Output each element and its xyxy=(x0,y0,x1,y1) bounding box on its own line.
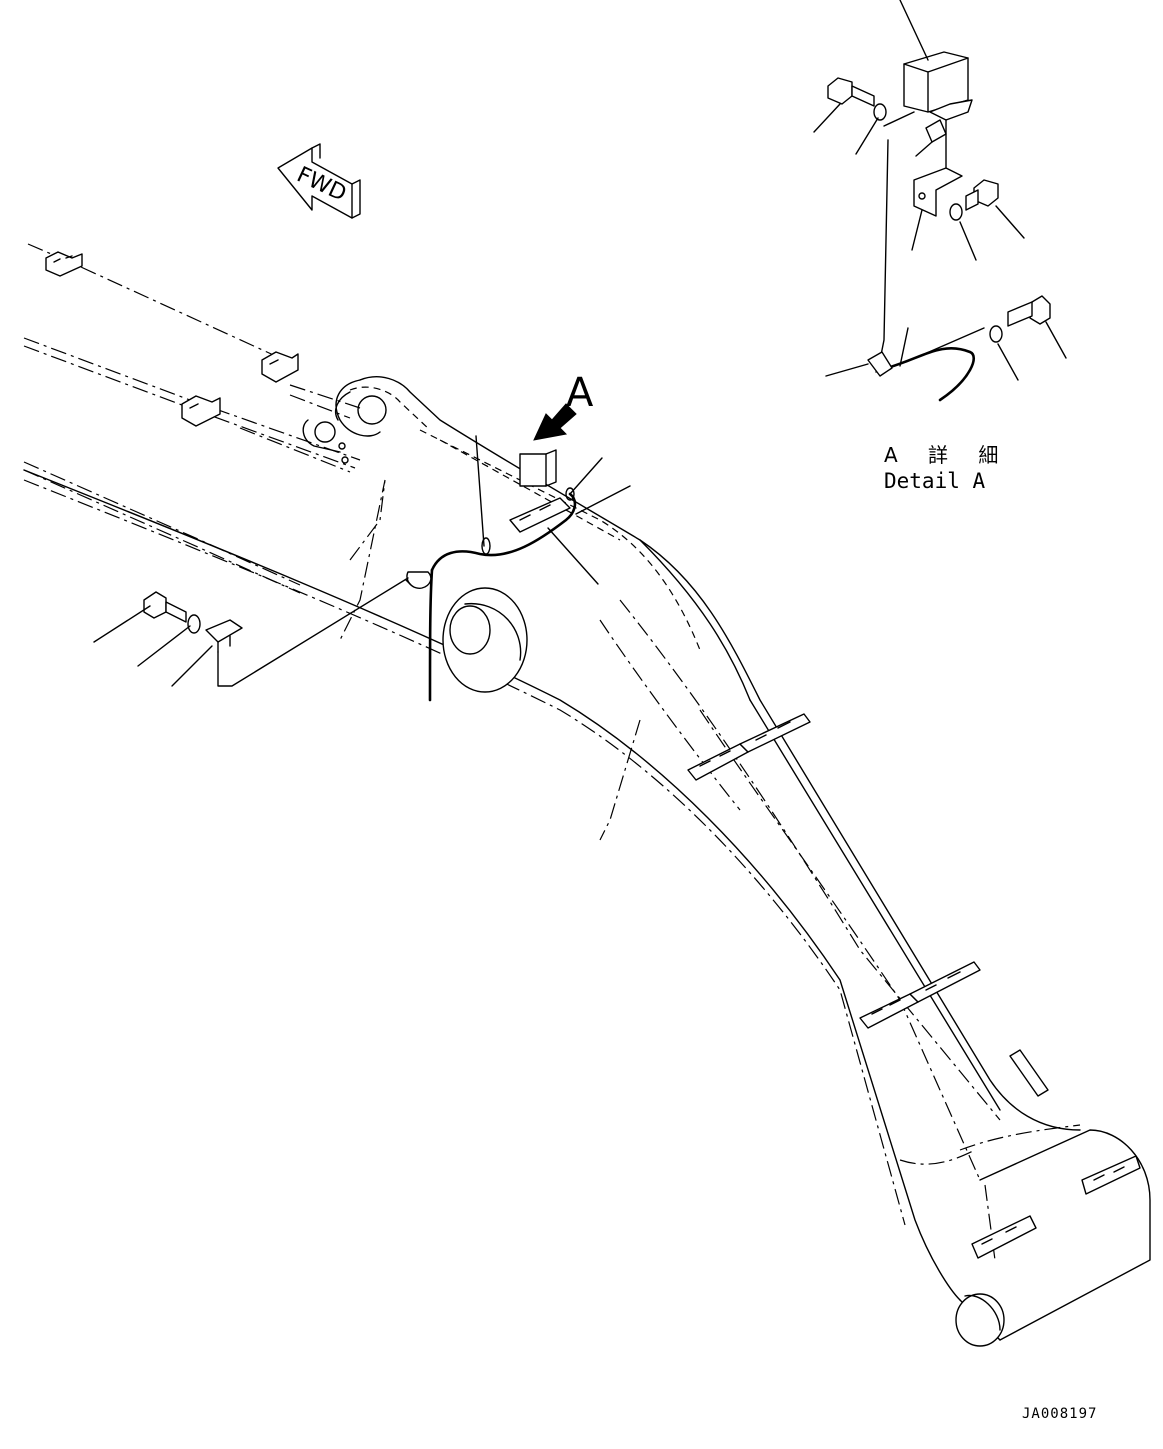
washer-left xyxy=(187,614,201,634)
view-a-arrow xyxy=(533,403,577,441)
cable-clamp-1 xyxy=(687,713,811,781)
bolt-left xyxy=(143,591,187,623)
boom-end-bracket xyxy=(955,1124,1151,1347)
cable-clamp-3 xyxy=(971,1215,1037,1259)
clip-left xyxy=(205,619,243,653)
cable-clamp-2 xyxy=(859,961,981,1029)
drawing-code: JA008197 xyxy=(1022,1406,1097,1422)
cable-clamp-4 xyxy=(1081,1155,1141,1195)
detail-title-en: Detail A xyxy=(884,469,986,493)
clamp-top-mid xyxy=(261,351,299,383)
cable-clamp-5 xyxy=(1009,1049,1049,1097)
clamp-top-left xyxy=(45,251,83,277)
leader-lines-left xyxy=(93,577,409,687)
boom-body xyxy=(23,376,1081,1301)
clamp-left-mid xyxy=(181,395,221,427)
view-a-label: A xyxy=(566,370,594,416)
detail-title-jp: A 詳 細 xyxy=(884,443,1010,467)
sensor-bracket-top xyxy=(509,449,571,533)
detail-a-view xyxy=(813,0,1067,402)
wire-harness xyxy=(405,487,577,702)
leader-lines-main xyxy=(475,435,631,585)
fwd-direction-arrow: FWD xyxy=(277,143,361,219)
boom-foot-boss xyxy=(302,379,528,693)
